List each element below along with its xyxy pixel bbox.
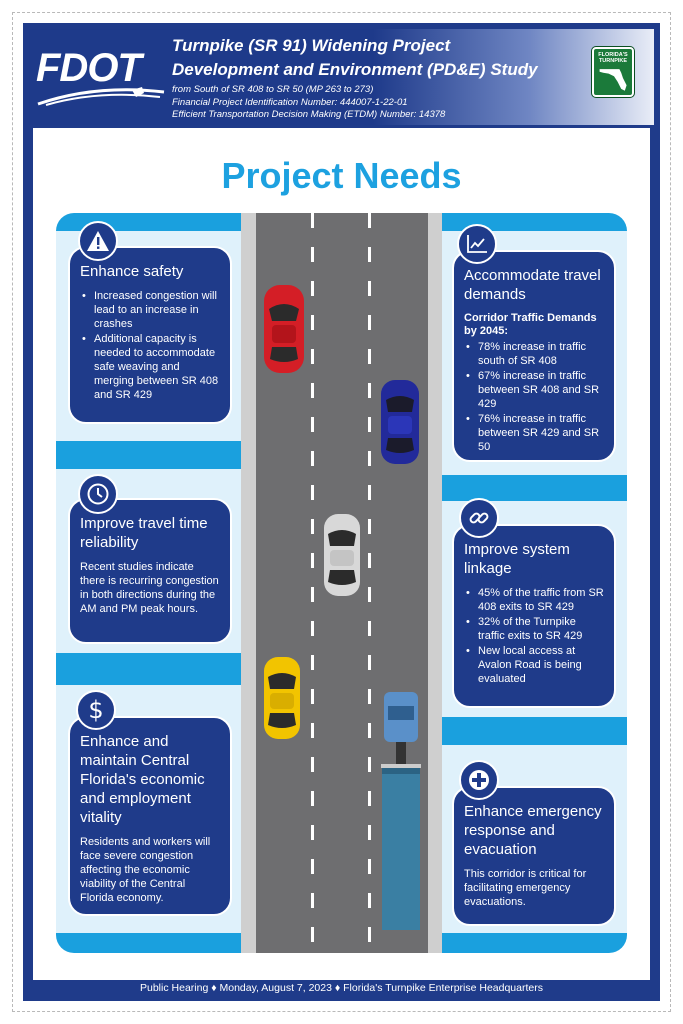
fdot-swoosh-icon xyxy=(37,87,165,106)
card-bullets: Increased congestion will lead to an inc… xyxy=(80,289,220,402)
header-banner xyxy=(29,29,654,125)
warning-icon xyxy=(78,221,118,261)
page-title: Project Needs xyxy=(221,155,462,196)
right-band xyxy=(441,717,627,745)
left-band xyxy=(56,653,241,685)
project-title-line2: Development and Environment (PD&E) Study xyxy=(172,60,538,79)
card-enhance-safety: Enhance safety Increased congestion will… xyxy=(68,246,232,424)
left-band xyxy=(56,441,241,469)
bullet-item: Increased congestion will lead to an inc… xyxy=(80,289,220,331)
card-bullets: 78% increase in traffic south of SR 408 … xyxy=(464,340,604,454)
clock-icon xyxy=(78,474,118,514)
project-title-line1: Turnpike (SR 91) Widening Project xyxy=(172,36,451,55)
left-band xyxy=(56,933,241,953)
bullet-item: Additional capacity is needed to accommo… xyxy=(80,332,220,402)
page-border xyxy=(12,12,671,1012)
card-title: Improve travel time reliability xyxy=(80,515,208,551)
card-text: This corridor is critical for facilitati… xyxy=(464,868,587,908)
bullet-item: 78% increase in traffic south of SR 408 xyxy=(464,340,604,368)
fdot-logo: FDOT xyxy=(36,40,166,106)
red-car-icon xyxy=(264,285,304,373)
card-enhance-economic: Enhance and maintain Central Florida's e… xyxy=(68,716,232,916)
lane-divider xyxy=(368,213,371,953)
card-improve-linkage: Improve system linkage 45% of the traffi… xyxy=(452,524,616,708)
bullet-item: 32% of the Turnpike traffic exits to SR … xyxy=(464,615,604,643)
project-limits: from South of SR 408 to SR 50 (MP 263 to… xyxy=(172,84,374,95)
card-enhance-emergency: Enhance emergency response and evacuatio… xyxy=(452,786,616,926)
card-title: Enhance emergency response and evacuatio… xyxy=(464,803,602,858)
link-icon xyxy=(459,498,499,538)
florida-turnpike-logo: FLORIDA'S TURNPIKE xyxy=(592,47,634,97)
card-text: Residents and workers will face severe c… xyxy=(80,836,211,904)
card-accommodate-demands: Accommodate travel demands Corridor Traf… xyxy=(452,250,616,462)
yellow-car-icon xyxy=(264,657,300,739)
lane-divider xyxy=(311,213,314,953)
footer-event-info: Public Hearing ♦ Monday, August 7, 2023 … xyxy=(140,982,543,994)
road-shoulder-left xyxy=(241,213,257,953)
card-title: Enhance safety xyxy=(80,263,184,280)
etdm-number: Efficient Transportation Decision Making… xyxy=(172,109,446,120)
bullet-item: 67% increase in traffic between SR 408 a… xyxy=(464,369,604,411)
card-title: Accommodate travel demands xyxy=(464,267,601,303)
financial-project-id: Financial Project Identification Number:… xyxy=(172,97,408,108)
card-bullets: 45% of the traffic from SR 408 exits to … xyxy=(464,586,604,686)
chart-icon xyxy=(457,224,497,264)
blue-car-icon xyxy=(381,380,419,464)
medical-cross-icon xyxy=(459,760,499,800)
card-text: Recent studies indicate there is recurri… xyxy=(80,561,219,615)
card-title: Enhance and maintain Central Florida's e… xyxy=(80,733,205,826)
card-title: Improve system linkage xyxy=(464,541,570,577)
florida-map-icon xyxy=(599,69,627,91)
truck-icon xyxy=(381,692,421,930)
right-band xyxy=(441,933,627,953)
card-subheading: Corridor Traffic Demands by 2045: xyxy=(464,312,597,337)
silver-car-icon xyxy=(324,514,360,596)
bullet-item: 45% of the traffic from SR 408 exits to … xyxy=(464,586,604,614)
dollar-icon: $ xyxy=(76,690,116,730)
road-shoulder-right xyxy=(426,213,442,953)
fdot-logo-text: FDOT xyxy=(36,46,142,90)
card-improve-travel-time: Improve travel time reliability Recent s… xyxy=(68,498,232,644)
bullet-item: 76% increase in traffic between SR 429 a… xyxy=(464,412,604,454)
bullet-item: New local access at Avalon Road is being… xyxy=(464,644,604,686)
turnpike-logo-text: FLORIDA'S TURNPIKE xyxy=(598,52,628,64)
right-band xyxy=(441,475,627,501)
